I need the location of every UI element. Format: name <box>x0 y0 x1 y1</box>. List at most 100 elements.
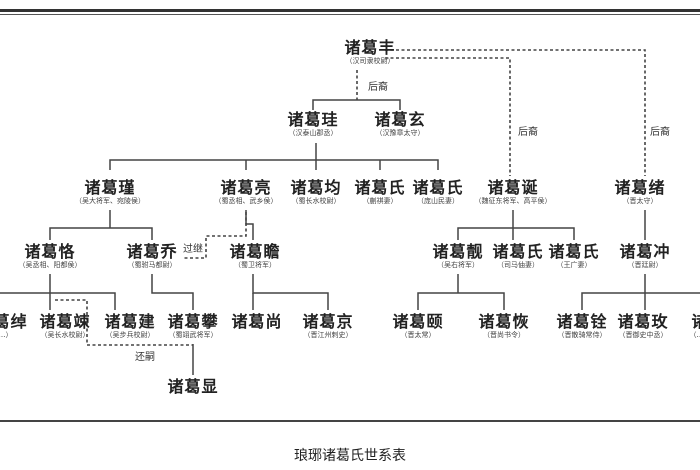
frame-top-border-inner <box>0 14 700 15</box>
person-name: 诸葛氏 <box>548 242 600 261</box>
person-title: （蜀翊武将军） <box>168 331 218 339</box>
person-title: （蜀丞相、武乡侯） <box>214 197 278 205</box>
person-title: （晋御史中丞） <box>618 331 668 339</box>
person-title: （汉司隶校尉） <box>345 57 395 65</box>
person-name: 诸葛恪 <box>24 242 76 261</box>
person-name: 诸葛竦 <box>39 312 91 331</box>
person-name: 诸葛均 <box>290 178 342 197</box>
label-adopted: 过继 <box>183 244 203 255</box>
dashed-descent-line <box>385 57 511 176</box>
label-descendant-1: 后裔 <box>368 82 388 93</box>
label-descendant-2: 后裔 <box>518 127 538 138</box>
person-name: 诸葛氏 <box>412 178 464 197</box>
person-node-hui: 诸葛恢（晋尚书令） <box>478 313 529 340</box>
person-name: 诸 <box>690 313 700 331</box>
sibling-bar <box>49 227 153 240</box>
person-name: 诸葛诞 <box>487 178 539 197</box>
person-title: （吴步兵校尉） <box>105 331 155 339</box>
person-name: 诸葛尚 <box>231 312 283 331</box>
person-title: （…） <box>0 331 13 339</box>
parent-line <box>151 274 194 310</box>
person-title: （汉泰山郡丞） <box>288 129 338 137</box>
person-node-jin: 诸葛瑾（吴大将军、宛陵侯） <box>75 179 145 206</box>
person-title: （王广妻） <box>556 261 592 269</box>
person-name: 诸葛乔 <box>126 242 178 261</box>
person-title: （晋江州刺史） <box>303 331 353 339</box>
person-node-jun: 诸葛均（蜀长水校尉） <box>290 179 341 206</box>
person-node-yi: 诸葛颐（晋太常） <box>392 313 443 340</box>
person-name: 诸葛显 <box>167 377 219 396</box>
frame-top-border <box>0 9 700 12</box>
person-node-cut: 诸（…） <box>690 313 700 340</box>
person-name: 诸葛瑾 <box>84 178 136 197</box>
person-title: （晋廷尉） <box>627 261 663 269</box>
person-title: （晋太守） <box>622 197 658 205</box>
label-descendant-3: 后裔 <box>650 127 670 138</box>
person-node-song: 诸葛竦（吴长水校尉） <box>39 313 90 340</box>
person-title: （蜀卫将军） <box>233 261 276 269</box>
person-node-chuo: 诸葛绰（…） <box>0 313 28 340</box>
sibling-bar <box>0 292 116 310</box>
person-node-feng: 诸葛丰（汉司隶校尉） <box>344 39 395 66</box>
person-title: （魏征东将军、高平侯） <box>474 197 552 205</box>
person-name: 诸葛颐 <box>392 312 444 331</box>
person-node-xuan: 诸葛玄（汉豫章太守） <box>374 111 425 138</box>
person-name: 诸葛靓 <box>432 242 484 261</box>
label-returned: 还嗣 <box>135 352 155 363</box>
person-title: （吴右将军） <box>436 261 479 269</box>
person-node-jian: 诸葛建（吴步兵校尉） <box>104 313 155 340</box>
person-node-shi4: 诸葛氏（王广妻） <box>548 243 599 270</box>
person-node-pan: 诸葛攀（蜀翊武将军） <box>167 313 218 340</box>
person-title: （吴大将军、宛陵侯） <box>75 197 145 205</box>
person-node-qiao: 诸葛乔（蜀驸马都尉） <box>126 243 177 270</box>
person-title: （吴丞相、阳都侯） <box>18 261 82 269</box>
person-node-liang: 诸葛亮（蜀丞相、武乡侯） <box>215 179 278 206</box>
person-title: （蜀长水校尉） <box>291 197 341 205</box>
person-node-dan: 诸葛诞（魏征东将军、高平侯） <box>475 179 552 206</box>
person-name: 诸葛铨 <box>556 312 608 331</box>
parent-line <box>245 210 254 240</box>
dashed-descent-line <box>385 49 646 176</box>
person-node-gui: 诸葛珪（汉泰山郡丞） <box>287 111 338 138</box>
person-title: （晋散骑常侍） <box>557 331 607 339</box>
person-node-jing2: 诸葛靓（吴右将军） <box>432 243 483 270</box>
person-name: 诸葛恢 <box>478 312 530 331</box>
person-node-zhan: 诸葛瞻（蜀卫将军） <box>229 243 280 270</box>
person-name: 诸葛玄 <box>374 110 426 129</box>
sibling-bar <box>457 227 575 240</box>
chart-title: 琅琊诸葛氏世系表 <box>294 448 406 464</box>
person-node-shang: 诸葛尚 <box>231 313 282 331</box>
person-node-chong: 诸葛冲（晋廷尉） <box>619 243 670 270</box>
sibling-bar <box>581 292 700 310</box>
person-title: （庞山民妻） <box>416 197 459 205</box>
person-node-shi2: 诸葛氏（庞山民妻） <box>412 179 463 206</box>
person-node-shi3: 诸葛氏（司马伷妻） <box>492 243 543 270</box>
sibling-bar <box>417 292 505 310</box>
person-name: 诸葛建 <box>104 312 156 331</box>
person-name: 诸葛冲 <box>619 242 671 261</box>
person-title: （司马伷妻） <box>496 261 539 269</box>
person-name: 诸葛攀 <box>167 312 219 331</box>
person-name: 诸葛玫 <box>617 312 669 331</box>
sibling-bar <box>109 159 439 170</box>
person-name: 诸葛京 <box>302 312 354 331</box>
person-node-jing: 诸葛京（晋江州刺史） <box>302 313 353 340</box>
person-node-shi1: 诸葛氏（蒯祺妻） <box>354 179 405 206</box>
person-node-ke: 诸葛恪（吴丞相、阳都侯） <box>19 243 82 270</box>
person-title: （…） <box>689 331 700 339</box>
person-node-quan: 诸葛铨（晋散骑常侍） <box>556 313 607 340</box>
person-title: （晋尚书令） <box>482 331 525 339</box>
person-name: 诸葛丰 <box>344 38 396 57</box>
person-node-xian: 诸葛显 <box>167 378 218 396</box>
person-name: 诸葛氏 <box>492 242 544 261</box>
person-title: （晋太常） <box>400 331 436 339</box>
person-title: （汉豫章太守） <box>375 129 425 137</box>
person-node-xu: 诸葛绪（晋太守） <box>614 179 665 206</box>
person-name: 诸葛氏 <box>354 178 406 197</box>
person-title: （蜀驸马都尉） <box>127 261 177 269</box>
sibling-bar <box>252 274 329 310</box>
sibling-bar <box>312 99 401 110</box>
person-title: （吴长水校尉） <box>40 331 90 339</box>
